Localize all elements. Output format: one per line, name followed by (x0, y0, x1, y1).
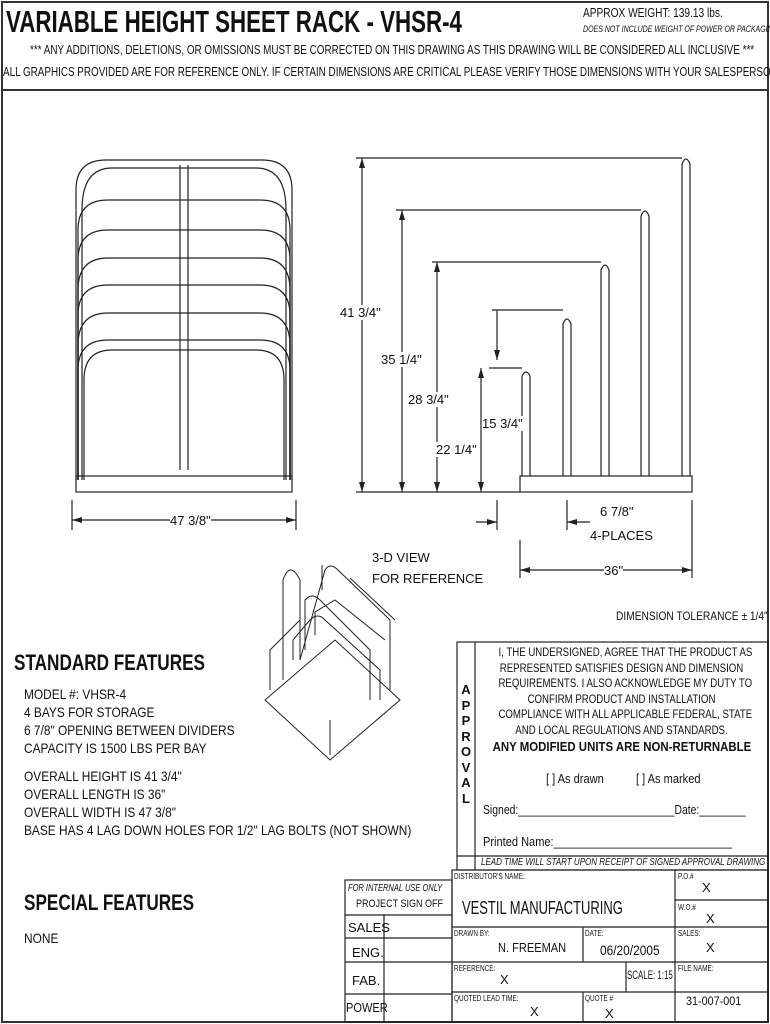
reference-label: REFERENCE: (454, 964, 496, 973)
special-features-heading: SPECIAL FEATURES (24, 890, 195, 915)
statement-line: COMPLIANCE WITH ALL APPLICABLE FEDERAL, … (498, 709, 753, 721)
signoff-eng: ENG. (352, 945, 384, 960)
dim-height-4: 22 1/4" (436, 442, 477, 457)
signoff-fab: FAB. (352, 973, 381, 988)
distributor-label: DISTRIBUTOR'S NAME: (454, 872, 525, 881)
header (1, 1, 769, 91)
non-returnable-warning: ANY MODIFIED UNITS ARE NON-RETURNABLE (492, 739, 752, 754)
iso-view (264, 565, 401, 761)
side-view (356, 157, 693, 578)
quoted-lead-time-value: X (530, 1004, 539, 1019)
dim-height-1: 41 3/4" (340, 305, 381, 320)
lead-time-note: LEAD TIME WILL START UPON RECEIPT OF SIG… (481, 857, 766, 868)
special-features-value: NONE (24, 930, 59, 946)
standard-features-heading: STANDARD FEATURES (14, 650, 205, 675)
iso-label-2: FOR REFERENCE (372, 571, 484, 586)
feature-item: OVERALL WIDTH IS 47 3/8" (24, 804, 176, 820)
drawn-by-label: DRAWN BY: (454, 929, 490, 938)
as-marked-checkbox[interactable]: [ ] As marked (636, 771, 701, 786)
dim-length: 36" (604, 563, 624, 578)
statement-line: I, THE UNDERSIGNED, AGREE THAT THE PRODU… (498, 647, 753, 659)
iso-label-1: 3-D VIEW (372, 550, 430, 565)
weight: APPROX WEIGHT: 139.13 lbs. (583, 5, 723, 20)
signoff-sales: SALES (348, 920, 390, 935)
date-label: DATE: (585, 929, 604, 938)
approval-statement: I, THE UNDERSIGNED, AGREE THAT THE PRODU… (475, 646, 768, 755)
signoff-subtitle: PROJECT SIGN OFF (356, 898, 444, 910)
quote-value: X (605, 1006, 614, 1021)
feature-item: OVERALL LENGTH IS 36" (24, 786, 166, 802)
quoted-lead-time-label: QUOTED LEAD TIME: (454, 994, 519, 1003)
feature-item: OVERALL HEIGHT IS 41 3/4" (24, 768, 182, 784)
dim-height-2: 35 1/4" (381, 352, 422, 367)
wo-label: W.O.# (678, 903, 696, 912)
front-view (71, 159, 297, 530)
dim-height-3: 28 3/4" (408, 392, 449, 407)
signoff-power: POWER (346, 1000, 388, 1015)
file-name-value: 31-007-001 (686, 994, 742, 1008)
drawn-by-value: N. FREEMAN (498, 940, 567, 955)
quote-label: QUOTE # (585, 994, 614, 1003)
reference-value: X (500, 972, 509, 987)
feature-item: MODEL #: VHSR-4 (24, 686, 127, 702)
sales-label: SALES: (678, 929, 701, 938)
dim-height-5: 15 3/4" (482, 416, 523, 431)
dim-width: 47 3/8" (170, 513, 211, 528)
feature-item: 6 7/8" OPENING BETWEEN DIVIDERS (24, 722, 235, 738)
scale: SCALE: 1:15 (627, 968, 673, 982)
statement-line: CONFIRM PRODUCT AND INSTALLATION (527, 693, 716, 706)
sales-value: X (706, 940, 715, 955)
po-label: P.O.# (678, 872, 694, 881)
statement-line: REQUIREMENTS. I ALSO ACKNOWLEDGE MY DUTY… (498, 678, 753, 690)
po-value: X (702, 880, 711, 895)
notice-inclusive: *** ANY ADDITIONS, DELETIONS, OR OMISSIO… (30, 42, 755, 57)
statement-line: REPRESENTED SATISFIES DESIGN AND DIMENSI… (499, 662, 744, 675)
notice-reference: ALL GRAPHICS PROVIDED ARE FOR REFERENCE … (3, 64, 770, 79)
signed-field[interactable]: Signed:___________________________Date:_… (483, 802, 746, 817)
dim-opening-note: 4-PLACES (590, 528, 653, 543)
feature-item: CAPACITY IS 1500 LBS PER BAY (24, 740, 207, 756)
page-title: VARIABLE HEIGHT SHEET RACK - VHSR-4 (6, 4, 462, 39)
dim-opening: 6 7/8" (600, 504, 634, 519)
file-name-label: FILE NAME: (678, 964, 714, 973)
signoff-title: FOR INTERNAL USE ONLY (348, 883, 443, 894)
distributor-value: VESTIL MANUFACTURING (462, 898, 623, 918)
feature-item: BASE HAS 4 LAG DOWN HOLES FOR 1/2" LAG B… (24, 822, 412, 838)
printed-name-field[interactable]: Printed Name:___________________________… (483, 834, 732, 849)
wo-value: X (706, 911, 715, 926)
title-block (344, 869, 769, 1023)
date-value: 06/20/2005 (600, 942, 660, 958)
as-drawn-checkbox[interactable]: [ ] As drawn (546, 771, 604, 786)
feature-item: 4 BAYS FOR STORAGE (24, 704, 155, 720)
weight-note: DOES NOT INCLUDE WEIGHT OF POWER OR PACK… (583, 24, 770, 34)
tolerance: DIMENSION TOLERANCE ± 1/4" (616, 609, 768, 623)
statement-line: AND LOCAL REGULATIONS AND STANDARDS. (515, 724, 728, 737)
approval-side-label: APPROVAL (460, 682, 472, 806)
